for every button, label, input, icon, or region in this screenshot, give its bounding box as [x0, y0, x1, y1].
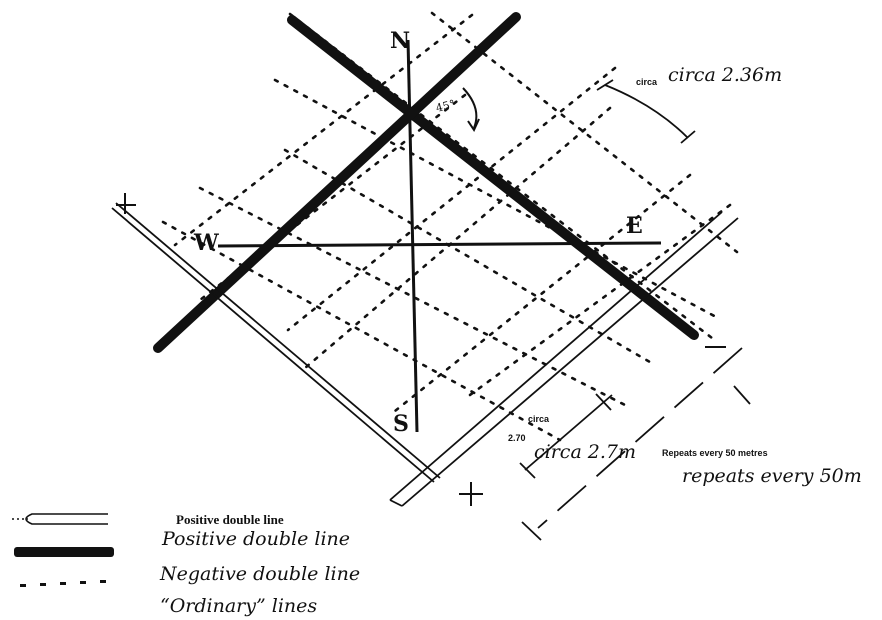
- ordinary-line: [388, 173, 692, 417]
- legend-positive-label: Positive double line: [161, 528, 350, 550]
- north-south-line: [406, 39, 419, 433]
- ordinary-line: [198, 186, 627, 407]
- value-270-small: 2.70: [508, 433, 526, 443]
- polarity-markers: [116, 193, 726, 506]
- repeats-small-label: Repeats every 50 metres: [662, 448, 768, 458]
- east-west-line: [217, 241, 662, 248]
- ordinary-line: [286, 66, 617, 332]
- circa-small-top: circa: [636, 77, 658, 87]
- repeats-italic-label: repeats every 50m: [682, 465, 862, 487]
- dimension-27: [524, 394, 613, 471]
- ordinary-line: [430, 11, 739, 254]
- legend-ordinary-swatch: [20, 580, 106, 587]
- ordinary-line: [303, 106, 612, 370]
- ordinary-line: [468, 203, 732, 397]
- west-label: W: [193, 230, 219, 256]
- dimension-marks: [519, 79, 751, 541]
- legend-negative-swatch: [14, 547, 114, 557]
- ordinary-line: [173, 13, 474, 247]
- dimension-236: [604, 84, 689, 139]
- north-label: N: [390, 28, 410, 54]
- circa-small-bottom: circa: [528, 414, 550, 424]
- compass-axes: [217, 39, 662, 433]
- ordinary-line: [161, 220, 562, 442]
- angle-label: 45°: [434, 97, 456, 115]
- positive-line-right: [389, 211, 739, 507]
- angle-arrow: [462, 87, 480, 133]
- legend-ordinary-label: “Ordinary” lines: [160, 595, 317, 617]
- positive-double-lines: [111, 202, 739, 507]
- legend: Positive double line Positive double lin…: [12, 512, 360, 617]
- legend-positive-swatch: [12, 513, 108, 525]
- dimension-50m: [537, 347, 743, 529]
- positive-line-left: [111, 202, 441, 483]
- south-label: S: [393, 411, 409, 437]
- negative-line-nw-se: [287, 15, 699, 340]
- legend-heading-bold: Positive double line: [176, 512, 284, 527]
- legend-negative-label: Negative double line: [159, 563, 360, 585]
- ordinary-lines-grid: [161, 11, 739, 442]
- negative-line-ne-sw: [153, 12, 521, 353]
- circa-236-label: circa 2.36m: [668, 64, 782, 86]
- circa-27-label: circa 2.7m: [534, 441, 636, 463]
- negative-double-lines: [153, 12, 699, 353]
- east-label: E: [626, 213, 643, 239]
